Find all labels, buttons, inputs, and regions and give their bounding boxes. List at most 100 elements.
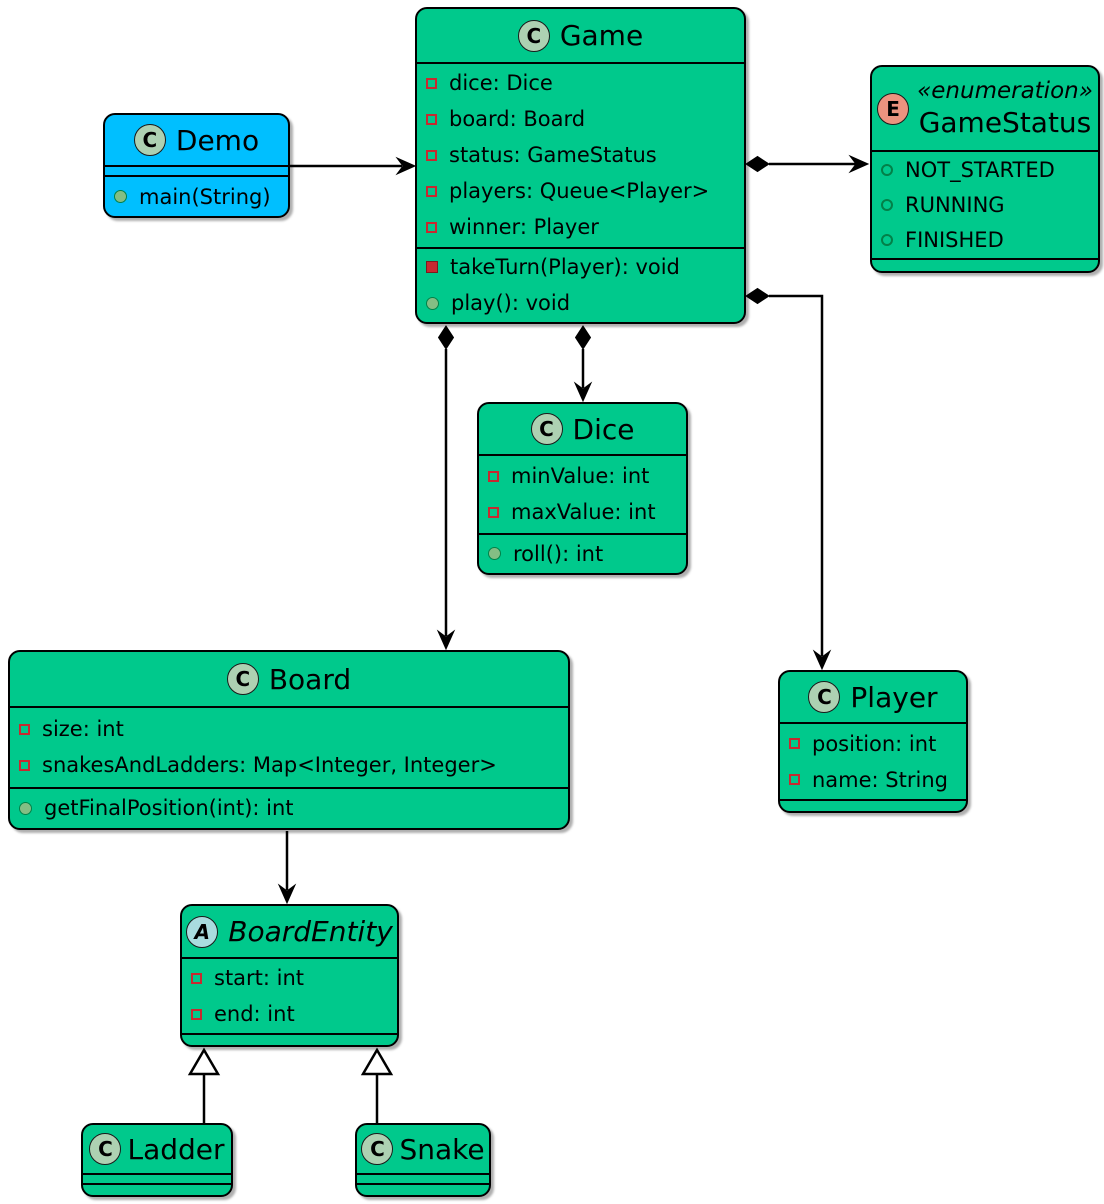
class-name: BoardEntity: [228, 915, 393, 948]
composition-game-dice: [573, 325, 593, 403]
attribute-row: position: int: [789, 726, 966, 762]
attribute-label: end: int: [214, 1002, 295, 1026]
methods-section: main(String): [105, 177, 288, 216]
class-header: C Ladder: [83, 1125, 231, 1173]
private-field-icon: [19, 723, 30, 735]
class-header: C Dice: [479, 404, 686, 454]
attribute-row: size: int: [19, 711, 568, 747]
attribute-row: start: int: [191, 960, 397, 996]
private-field-icon: [488, 506, 499, 518]
method-label: roll(): int: [513, 541, 604, 566]
enum-box-gamestatus: E «enumeration» GameStatus NOT_STARTED R…: [870, 65, 1100, 273]
attributes-section: position: int name: String: [780, 722, 966, 799]
empty-methods-section: [780, 799, 966, 811]
enum-constant-label: RUNNING: [905, 192, 1005, 217]
arrowhead-icon: [395, 156, 417, 176]
attribute-label: position: int: [812, 731, 937, 756]
attribute-label: name: String: [812, 767, 948, 792]
attribute-row: status: GameStatus: [426, 137, 744, 173]
private-field-icon: [191, 1008, 202, 1020]
method-row: roll(): int: [488, 536, 686, 572]
attribute-row: board: Board: [426, 101, 744, 137]
attribute-row: winner: Player: [426, 209, 744, 245]
enum-name: GameStatus: [918, 105, 1092, 139]
abstract-badge-icon: A: [186, 915, 219, 948]
enum-badge-icon: E: [877, 92, 910, 125]
composition-game-gamestatus: [745, 154, 870, 174]
class-name: Ladder: [127, 1132, 225, 1166]
attribute-row: dice: Dice: [426, 65, 744, 101]
private-field-icon: [426, 185, 437, 197]
class-badge-icon: C: [226, 663, 259, 695]
hollow-triangle-icon: [187, 1047, 221, 1076]
generalization-snake-boardentity: [360, 1047, 394, 1123]
private-field-icon: [426, 77, 437, 89]
class-badge-icon: C: [517, 19, 550, 52]
attribute-label: board: Board: [449, 107, 586, 132]
class-header: C Snake: [357, 1125, 489, 1173]
class-name: Board: [268, 662, 352, 696]
diamond-icon: [574, 325, 592, 350]
private-field-icon: [19, 759, 30, 771]
methods-section: roll(): int: [479, 532, 686, 573]
method-label: main(String): [139, 184, 271, 209]
class-header: C Game: [417, 9, 744, 62]
attribute-row: name: String: [789, 762, 966, 798]
class-badge-icon: C: [530, 413, 563, 445]
enum-constant-label: FINISHED: [905, 228, 1004, 253]
private-field-icon: [789, 738, 800, 749]
attributes-section: minValue: int maxValue: int: [479, 454, 686, 533]
attributes-section: dice: Dice board: Board status: GameStat…: [417, 62, 744, 247]
attributes-section: start: int end: int: [182, 957, 397, 1033]
empty-methods-section: [182, 1033, 397, 1045]
class-name: Dice: [572, 412, 635, 446]
association-demo-game: [290, 156, 417, 176]
attribute-label: maxValue: int: [511, 500, 656, 525]
empty-methods-section: [83, 1185, 231, 1195]
public-method-icon: [488, 547, 501, 561]
attribute-row: snakesAndLadders: Map<Integer, Integer>: [19, 747, 568, 783]
arrowhead-icon: [812, 649, 832, 671]
class-box-board: C Board size: int snakesAndLadders: Map<…: [8, 650, 570, 830]
class-badge-icon: C: [361, 1133, 394, 1165]
diamond-icon: [437, 325, 455, 350]
attribute-label: size: int: [42, 717, 124, 742]
methods-section: getFinalPosition(int): int: [10, 786, 568, 828]
public-method-icon: [426, 296, 439, 310]
method-row: main(String): [114, 179, 288, 215]
composition-game-player: [745, 287, 832, 671]
enum-constant-row: NOT_STARTED: [881, 152, 1098, 187]
class-badge-icon: C: [89, 1133, 122, 1165]
enum-constants-section: NOT_STARTED RUNNING FINISHED: [872, 150, 1098, 258]
enum-constant-icon: [881, 198, 893, 211]
private-field-icon: [426, 149, 437, 161]
enum-constant-label: NOT_STARTED: [905, 157, 1055, 182]
enum-header: E «enumeration» GameStatus: [872, 67, 1098, 150]
method-row: play(): void: [426, 285, 744, 321]
class-badge-icon: C: [808, 681, 841, 713]
class-box-player: C Player position: int name: String: [778, 670, 968, 813]
class-header: C Demo: [105, 115, 288, 165]
attribute-label: start: int: [214, 966, 305, 990]
method-label: takeTurn(Player): void: [450, 255, 680, 280]
diamond-icon: [745, 287, 770, 305]
empty-attributes-section: [83, 1173, 231, 1185]
empty-attributes-section: [105, 165, 288, 177]
class-name: Player: [850, 680, 938, 714]
class-header: C Board: [10, 652, 568, 706]
empty-attributes-section: [357, 1173, 489, 1185]
enum-constant-row: FINISHED: [881, 223, 1098, 258]
private-method-icon: [426, 261, 438, 274]
class-box-snake: C Snake: [355, 1123, 491, 1197]
private-field-icon: [789, 774, 800, 785]
diamond-icon: [745, 155, 770, 173]
class-name: Game: [559, 19, 644, 52]
attribute-row: maxValue: int: [488, 494, 686, 530]
class-badge-icon: C: [133, 124, 166, 156]
attribute-row: minValue: int: [488, 458, 686, 494]
abstract-class-box-boardentity: A BoardEntity start: int end: int: [180, 904, 399, 1047]
composition-game-board: [436, 325, 456, 651]
enum-constant-icon: [881, 234, 893, 247]
private-field-icon: [191, 972, 202, 984]
